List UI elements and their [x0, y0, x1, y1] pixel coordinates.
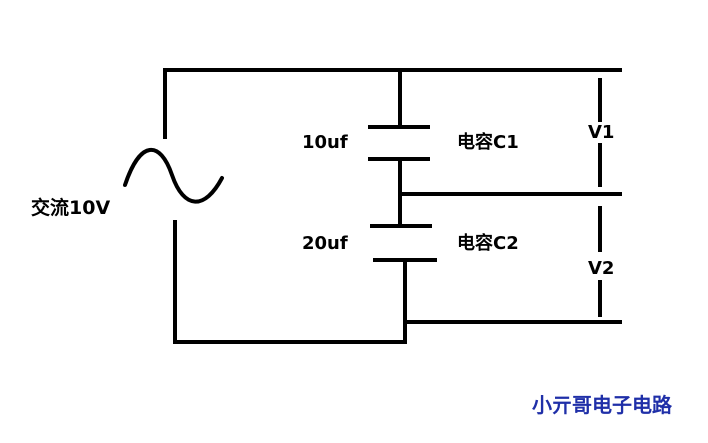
- v1-label: V1: [588, 122, 614, 143]
- wires: [163, 68, 622, 344]
- ac-source-icon: [123, 147, 224, 204]
- watermark-label: 小亓哥电子电路: [532, 393, 673, 417]
- c1-name-label: 电容C1: [457, 131, 519, 153]
- v2-label: V2: [588, 258, 614, 279]
- c2-name-label: 电容C2: [457, 232, 519, 254]
- capacitor-c1: [368, 125, 430, 161]
- c1-value-label: 10uf: [302, 132, 348, 153]
- top-wire: [163, 68, 622, 139]
- c2-value-label: 20uf: [302, 233, 348, 254]
- source-label: 交流10V: [31, 196, 110, 219]
- bottom-wire: [173, 220, 622, 344]
- capacitor-c2: [370, 224, 437, 262]
